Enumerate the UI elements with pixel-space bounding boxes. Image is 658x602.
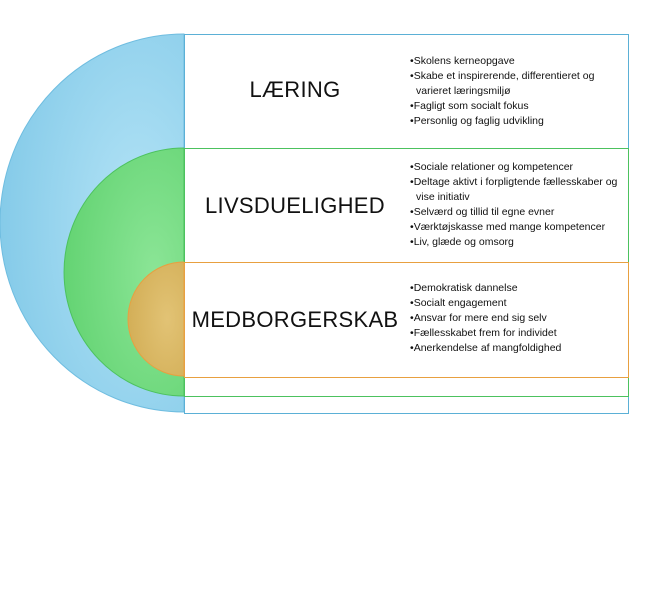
inner-half-circle <box>127 261 185 377</box>
level-livsduelighed-bullets: Sociale relationer og kompetencer Deltag… <box>410 160 624 250</box>
list-item: Personlig og faglig udvikling <box>410 114 620 129</box>
list-item: Deltage aktivt i forpligtende fællesskab… <box>410 175 624 205</box>
list-item: Demokratisk dannelse <box>410 281 620 296</box>
list-item: Skabe et inspirerende, differentieret og… <box>410 69 620 99</box>
list-item: Liv, glæde og omsorg <box>410 235 624 250</box>
level-medborgerskab-title: MEDBORGERSKAB <box>191 307 399 332</box>
list-item: Fagligt som socialt fokus <box>410 99 620 114</box>
list-item: Fællesskabet frem for individet <box>410 326 620 341</box>
level-laering-bullets: Skolens kerneopgave Skabe et inspirerend… <box>410 54 620 129</box>
level-livsduelighed-title: LIVSDUELIGHED <box>205 193 385 218</box>
list-item: Selværd og tillid til egne evner <box>410 205 624 220</box>
list-item: Værktøjskasse med mange kompetencer <box>410 220 624 235</box>
list-item: Sociale relationer og kompetencer <box>410 160 624 175</box>
list-item: Socialt engagement <box>410 296 620 311</box>
level-medborgerskab-bullets: Demokratisk dannelse Socialt engagement … <box>410 281 620 356</box>
level-laering-title: LÆRING <box>249 77 341 102</box>
list-item: Ansvar for mere end sig selv <box>410 311 620 326</box>
list-item: Anerkendelse af mangfoldighed <box>410 341 620 356</box>
list-item: Skolens kerneopgave <box>410 54 620 69</box>
